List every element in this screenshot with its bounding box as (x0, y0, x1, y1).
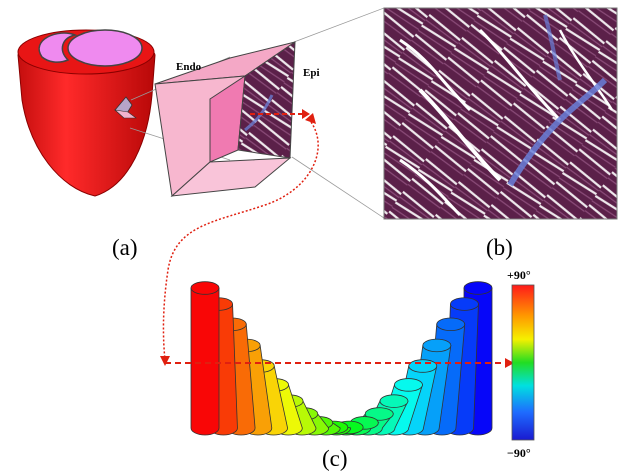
fiber-cylinder (190, 287, 220, 436)
dotted-connector (160, 113, 319, 366)
fiber-cylinder-cap (379, 394, 409, 408)
epi-label: Epi (303, 67, 320, 79)
histology-image (383, 7, 618, 220)
angle-colorbar: +90° −90° (507, 268, 535, 460)
colorbar-min-label: −90° (507, 446, 531, 460)
panel-label-a: (a) (112, 235, 138, 260)
fiber-rotation-diagram (190, 281, 493, 436)
panel-label-b: (b) (486, 235, 513, 260)
endo-label: Endo (176, 61, 202, 73)
fiber-cylinder-cap (463, 281, 493, 295)
fiber-direction-arrow-c (165, 358, 514, 368)
colorbar-max-label: +90° (507, 268, 531, 282)
fiber-cylinder-cap (364, 407, 394, 421)
tissue-cutout-face (114, 109, 137, 119)
tissue-block (154, 41, 296, 197)
fiber-cylinder-cap (394, 378, 423, 392)
block-epi-face (237, 41, 296, 159)
fiber-cylinder-cap (450, 297, 479, 311)
fiber-cylinder-cap (190, 281, 220, 295)
right-ventricle-chamber (38, 32, 78, 63)
panel-label-c: (c) (322, 446, 348, 471)
fiber-cylinder-cap (408, 359, 438, 373)
fiber-cylinder-cap (436, 317, 466, 331)
left-ventricle-chamber (67, 29, 143, 67)
fiber-cylinder-cap (422, 338, 452, 353)
heart-illustration (17, 29, 156, 197)
fiber-direction-arrow-a (250, 109, 310, 119)
